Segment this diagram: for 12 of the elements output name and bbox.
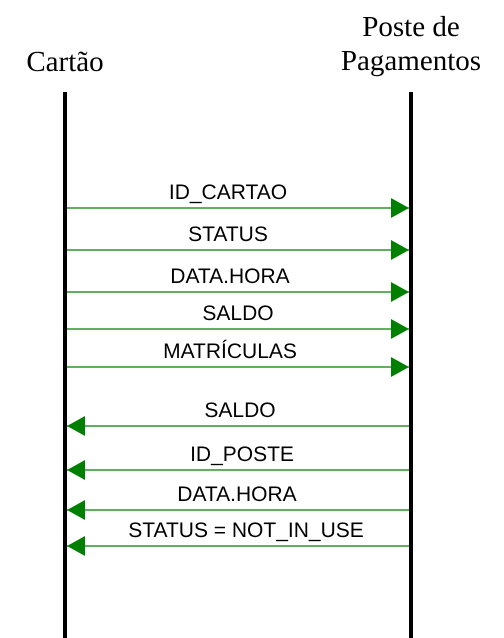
message-arrow (67, 240, 409, 260)
message-arrow (67, 460, 409, 480)
message-arrow (67, 282, 409, 302)
edge-label: STATUS = NOT_IN_USE (126, 520, 366, 542)
message-arrow (67, 319, 409, 339)
message-arrow (67, 416, 409, 436)
lifeline-title: Cartão (25, 45, 105, 79)
message-arrow (67, 500, 409, 520)
lifeline-title: Poste de Pagamentos (340, 10, 482, 78)
message-arrow (67, 357, 409, 377)
message-arrow (67, 198, 409, 218)
message-arrow (67, 536, 409, 556)
